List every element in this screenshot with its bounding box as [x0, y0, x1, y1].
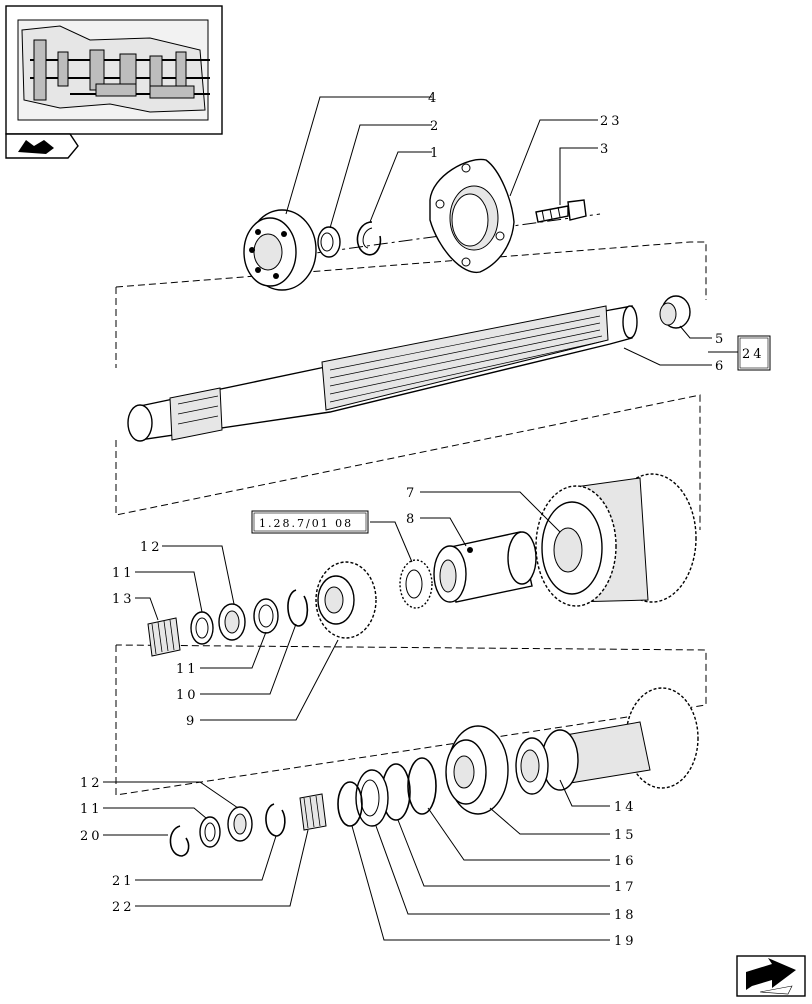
callout-5: 5 — [715, 332, 726, 347]
sleeve-part-8[interactable] — [433, 531, 537, 603]
callout-18: 18 — [614, 908, 637, 923]
callout-17: 17 — [614, 880, 637, 895]
navigation-arrow-icon[interactable] — [736, 955, 806, 997]
transmission-section-thumbnail[interactable] — [5, 5, 223, 135]
cross-reference-label: 1.28.7/01 08 — [259, 517, 353, 530]
callout-labels: 4 2 1 23 3 5 6 7 8 12 11 13 11 10 9 12 1… — [80, 91, 726, 949]
leader-lines — [103, 96, 738, 941]
ring-part-16[interactable] — [407, 757, 437, 815]
callout-21: 21 — [112, 874, 135, 889]
snap-ring-part-1[interactable] — [356, 221, 382, 256]
callout-12-lower: 12 — [80, 776, 103, 791]
callout-14: 14 — [614, 800, 637, 815]
callout-11-middle: 11 — [176, 662, 199, 677]
callout-22: 22 — [112, 900, 135, 915]
callout-20: 20 — [80, 829, 103, 844]
assembly-outline-1 — [115, 241, 707, 530]
bushing-part-5[interactable] — [659, 295, 691, 329]
callout-16: 16 — [614, 854, 637, 869]
thrust-washer[interactable] — [399, 559, 433, 609]
needle-bearing-part-22[interactable] — [299, 793, 327, 831]
callout-7: 7 — [406, 486, 417, 501]
bolt-part-3[interactable] — [535, 199, 587, 223]
assembly-outline-2 — [115, 644, 707, 796]
callout-4: 4 — [428, 91, 439, 106]
ring-part-11-upper[interactable] — [253, 598, 279, 634]
snap-ring-part-19[interactable] — [337, 781, 363, 827]
bearing-part-15[interactable] — [445, 725, 509, 815]
callout-23: 23 — [600, 114, 623, 129]
callout-19: 19 — [614, 934, 637, 949]
callout-1: 1 — [430, 146, 441, 161]
callout-24-box[interactable]: 24 — [737, 335, 771, 371]
snap-ring-part-20[interactable] — [169, 825, 190, 857]
main-shaft-part-6[interactable] — [127, 305, 638, 442]
output-gear-shaft-part-14[interactable] — [515, 687, 699, 795]
needle-bearing-part-13[interactable] — [147, 617, 181, 657]
gear-part-9[interactable] — [315, 561, 377, 639]
callout-8: 8 — [406, 512, 417, 527]
washer-part-18[interactable] — [355, 769, 389, 827]
flange-plate-part-23[interactable] — [429, 158, 515, 273]
cross-reference-box[interactable]: 1.28.7/01 08 — [251, 510, 369, 534]
callout-11-lower: 11 — [80, 802, 103, 817]
section-arrow-icon[interactable] — [5, 133, 79, 159]
callout-6: 6 — [715, 359, 726, 374]
snap-ring-part-10[interactable] — [287, 589, 309, 627]
ring-part-11-lower[interactable] — [190, 611, 214, 645]
double-gear-part-7[interactable] — [535, 473, 697, 607]
callout-2: 2 — [430, 119, 441, 134]
snap-ring-part-21[interactable] — [265, 803, 286, 837]
callout-15: 15 — [614, 828, 637, 843]
callout-11-upper: 11 — [112, 566, 135, 581]
callout-10: 10 — [176, 688, 199, 703]
bearing-part-4[interactable] — [243, 209, 317, 291]
bearing-race-part-12-lower[interactable] — [227, 806, 253, 842]
callout-3: 3 — [600, 142, 611, 157]
callout-24: 24 — [742, 347, 765, 362]
callout-13: 13 — [112, 592, 135, 607]
ring-part-2[interactable] — [317, 226, 341, 258]
bearing-race-part-12-upper[interactable] — [218, 603, 246, 641]
ring-part-11-bottom[interactable] — [199, 816, 221, 848]
callout-12-upper: 12 — [140, 540, 163, 555]
callout-9: 9 — [186, 714, 197, 729]
